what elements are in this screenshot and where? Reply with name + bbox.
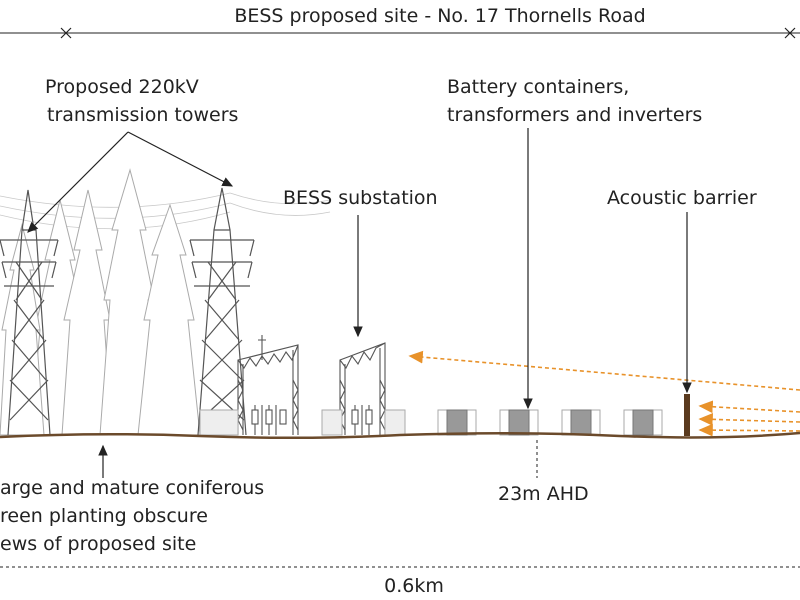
battery-label-line-1: Battery containers, [447, 76, 629, 98]
substation-gantry-2 [339, 342, 386, 435]
transmission-tower-left [0, 189, 59, 436]
coniferous-trees [0, 168, 201, 436]
substation-label: BESS substation [283, 187, 438, 209]
substation-gantry-1 [237, 335, 299, 435]
distance-label: 0.6km [384, 575, 444, 597]
planting-label-line-1: arge and mature coniferous [0, 477, 264, 499]
towers-label-line-2: transmission towers [47, 104, 238, 126]
site-extent-dimension [0, 27, 800, 39]
elevation-label: 23m AHD [498, 483, 589, 505]
battery-container [561, 409, 601, 436]
acoustic-barrier [684, 394, 690, 436]
transmission-tower-right [189, 187, 255, 436]
barrier-label: Acoustic barrier [607, 187, 757, 209]
ground-line [0, 431, 800, 440]
battery-label-line-2: transformers and inverters [447, 104, 702, 126]
planting-label-line-3: ews of proposed site [0, 533, 196, 555]
battery-container [437, 409, 477, 436]
diagram-title: BESS proposed site - No. 17 Thornells Ro… [234, 5, 645, 27]
towers-label-line-1: Proposed 220kV [45, 76, 199, 98]
substation-equipment [199, 409, 406, 436]
battery-container [499, 409, 539, 436]
battery-container [623, 409, 663, 436]
battery-containers [437, 409, 663, 436]
leader-lines [27, 128, 692, 478]
sight-lines [408, 350, 800, 437]
planting-label-line-2: reen planting obscure [0, 505, 208, 527]
